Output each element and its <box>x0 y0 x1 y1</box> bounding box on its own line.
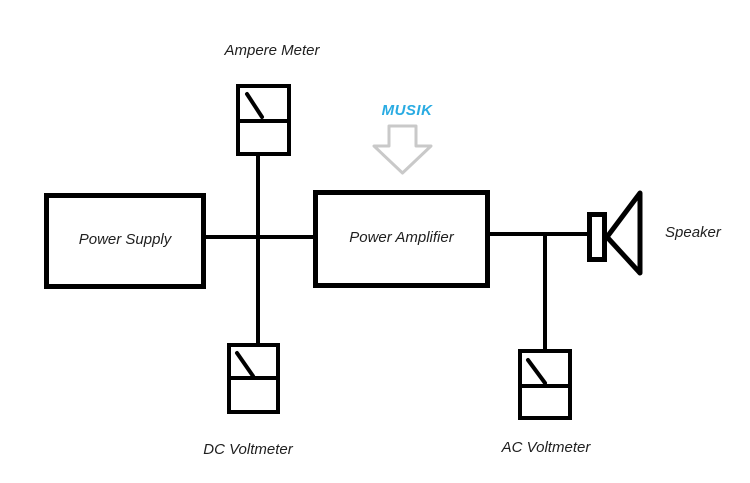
speaker-label: Speaker <box>665 224 721 241</box>
dc-voltmeter-icon <box>227 343 280 414</box>
ac-voltmeter-needle <box>526 358 547 385</box>
speaker-cone <box>604 190 643 276</box>
power-amplifier-label: Power Amplifier <box>349 229 454 246</box>
speaker-icon <box>587 190 643 276</box>
ac-voltmeter-icon <box>518 349 572 420</box>
power-supply-label: Power Supply <box>78 231 172 248</box>
ampere-meter-icon <box>236 84 291 156</box>
musik-label: MUSIK <box>381 102 433 119</box>
musik-arrow-icon <box>372 124 433 175</box>
ampere-meter-needle <box>245 92 264 119</box>
ac-voltmeter-label: AC Voltmeter <box>501 439 591 456</box>
power-supply-box <box>44 193 206 289</box>
speaker-driver <box>587 212 607 262</box>
ampere-meter-label: Ampere Meter <box>224 42 320 59</box>
power-amplifier-box <box>313 190 490 288</box>
dc-voltmeter-needle <box>235 351 255 378</box>
dc-voltmeter-label: DC Voltmeter <box>203 441 293 458</box>
